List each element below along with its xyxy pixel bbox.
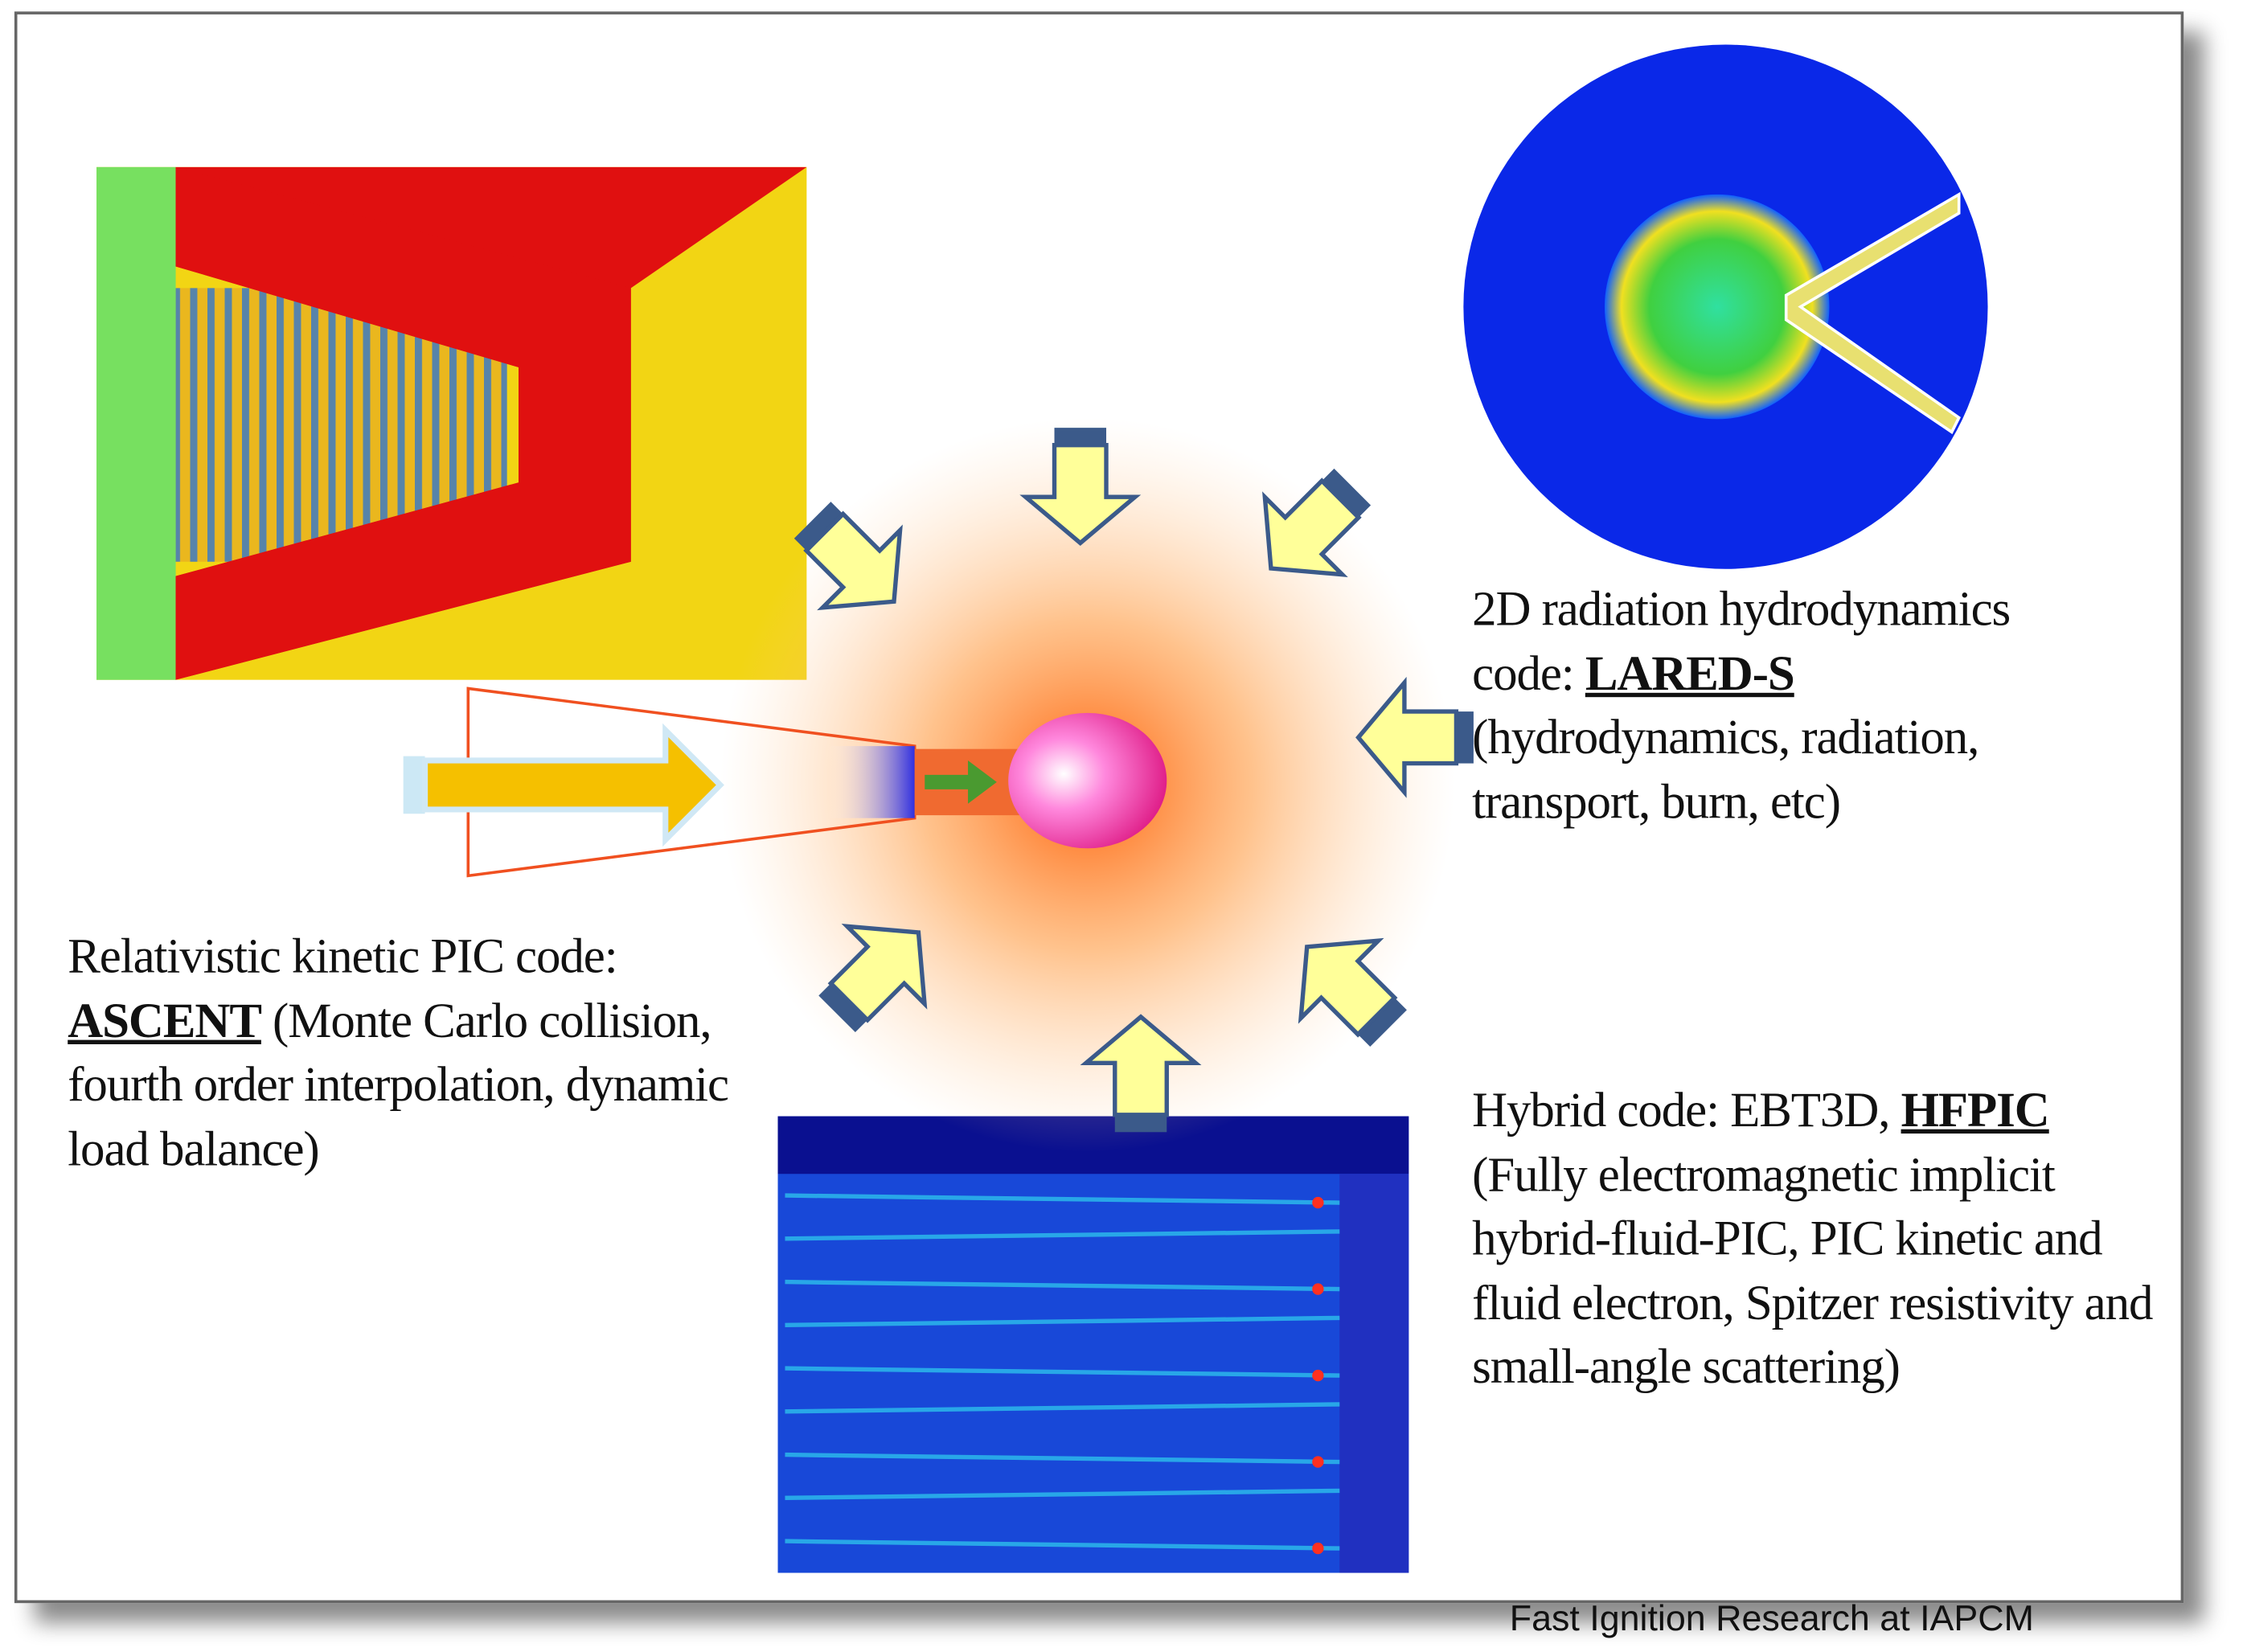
- hybrid-simulation-image: [777, 1116, 1409, 1573]
- ascent-code-name: ASCENT: [68, 994, 262, 1048]
- lared-s-code-name: LARED-S: [1585, 647, 1795, 701]
- hydro-code-description: 2D radiation hydrodynamics code: LARED-S…: [1472, 579, 2120, 835]
- pic-line1: Relativistic kinetic PIC code:: [68, 930, 617, 984]
- laser-tail: [403, 756, 425, 814]
- hybrid-details: (Fully electromagnetic implicit hybrid-f…: [1472, 1148, 2153, 1395]
- hydro-line1: 2D radiation hydrodynamics code:: [1472, 583, 2011, 701]
- electron-beam-arrow-icon: [925, 760, 997, 804]
- pic-code-description: Relativistic kinetic PIC code: ASCENT (M…: [68, 926, 730, 1183]
- hybrid-code-description: Hybrid code: EBT3D, HFPIC (Fully electro…: [1472, 1080, 2163, 1401]
- pic-details: (Monte Carlo collision, fourth order int…: [68, 994, 729, 1176]
- hybrid-line1: Hybrid code: EBT3D,: [1472, 1084, 1901, 1138]
- laser-beam-focus: [828, 746, 915, 818]
- hydro-details: (hydrodynamics, radiation, transport, bu…: [1472, 711, 1979, 830]
- footer-caption: Fast Ignition Research at IAPCM: [1509, 1598, 2034, 1639]
- pic-simulation-image: [96, 166, 807, 680]
- hydro-simulation-image: [1463, 44, 1988, 569]
- fuel-target-sphere: [1008, 712, 1167, 849]
- laser-arrow-icon: [421, 723, 724, 847]
- hfpic-code-name: HFPIC: [1901, 1084, 2050, 1138]
